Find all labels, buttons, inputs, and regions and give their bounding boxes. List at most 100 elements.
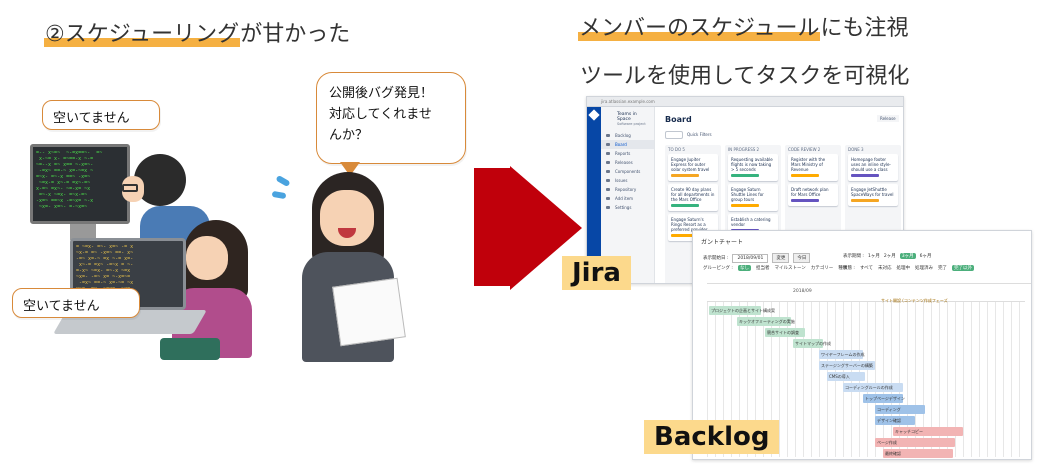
- gantt-period-option-selected[interactable]: 3ヶ月: [899, 253, 916, 259]
- gantt-task-bar[interactable]: デザイン確認: [875, 416, 915, 425]
- jira-sidebar-item[interactable]: Add item: [601, 194, 654, 203]
- jira-sidebar-item[interactable]: Releases: [601, 158, 654, 167]
- jira-sidebar-item[interactable]: Repository: [601, 185, 654, 194]
- glasses-icon: [122, 184, 138, 192]
- jira-sidebar-item[interactable]: Settings: [601, 203, 654, 212]
- jira-url-bar: jira.atlassian.example.com: [587, 97, 903, 107]
- gantt-group-option-selected[interactable]: なし: [737, 265, 751, 271]
- gantt-task-bar[interactable]: キックオフミーティングの実施: [737, 317, 795, 326]
- gantt-apply-button[interactable]: 変更: [772, 253, 790, 263]
- jira-board-title: Board: [665, 115, 692, 124]
- right-subheading: ツールを使用してタスクを可視化: [580, 64, 910, 89]
- jira-issue-card[interactable]: Homepage footer uses an inline style-sho…: [848, 154, 898, 181]
- jira-issue-card[interactable]: Engage Saturn Shuttle Lines for group to…: [728, 184, 778, 211]
- gantt-state-option[interactable]: 完了: [937, 266, 947, 271]
- gantt-task-bar[interactable]: サイトマップの作成: [793, 339, 831, 348]
- jira-issue-summary: Draft network plan for Mars Office: [791, 187, 829, 197]
- gantt-today-button[interactable]: 今日: [793, 253, 811, 263]
- gantt-period-option[interactable]: 6ヶ月: [919, 254, 932, 259]
- gantt-task-bar[interactable]: ワイヤーフレームの作成: [819, 350, 865, 359]
- bubble-line: んか？: [329, 128, 369, 143]
- jira-sidebar-item[interactable]: Issues: [601, 176, 654, 185]
- jira-label: Jira: [562, 256, 631, 290]
- jira-issue-summary: Register with the Mars Ministry of Reven…: [791, 157, 826, 172]
- developer-illustration-front: = ~=x- =~- x=~ -= x ~x-= =~ -x=~ ==- x~ …: [53, 218, 260, 368]
- bubble-line: 対応してくれませ: [329, 107, 432, 122]
- bubble-text: 空いてません: [53, 111, 130, 126]
- gantt-state-option[interactable]: 処理済み: [914, 266, 933, 271]
- monitor-back: =-- x~=~ ~-=x==~- =~ x-~= x- =~==-x ~-= …: [30, 144, 130, 224]
- gantt-task-bar[interactable]: コーディング: [875, 405, 925, 414]
- left-heading: ②スケジューリングが甘かった: [44, 16, 350, 48]
- jira-search-input[interactable]: [665, 131, 683, 139]
- gantt-task-bar[interactable]: ステージングサーバーの構築: [819, 361, 875, 370]
- gantt-group-label: グルーピング :: [703, 266, 733, 271]
- gantt-task-bar[interactable]: トップページデザイン: [863, 394, 905, 403]
- jira-epic-tag: [791, 199, 819, 202]
- speech-bubble-busy-bottom: 空いてません: [12, 288, 140, 318]
- developer-face: [122, 176, 144, 202]
- jira-board-window: jira.atlassian.example.com Teams in Spac…: [586, 96, 904, 284]
- jira-issue-card[interactable]: Engage JetShuttle SpaceWays for travel: [848, 184, 898, 206]
- jira-quick-filters[interactable]: Quick Filters: [687, 132, 712, 137]
- jira-column-title: DONE 3: [848, 147, 864, 152]
- jira-epic-tag: [671, 204, 699, 207]
- jira-issue-card[interactable]: Create 90 day plans for all departments …: [668, 184, 718, 211]
- gantt-group-option[interactable]: 種類: [838, 266, 848, 271]
- speaker-mouth: [338, 228, 356, 238]
- jira-issue-summary: Create 90 day plans for all departments …: [671, 187, 715, 202]
- jira-column-title: CODE REVIEW 2: [788, 147, 821, 152]
- gantt-period-option[interactable]: 1ヶ月: [867, 254, 880, 259]
- gantt-task-bar[interactable]: プロジェクトの企画とサイト構成案: [709, 306, 775, 315]
- speech-bubble-request: 公開後バグ発見！ 対応してくれませ んか？: [316, 72, 466, 164]
- jira-sidebar-item[interactable]: Backlog: [601, 131, 654, 140]
- jira-issue-summary: Requesting available flights is now taki…: [731, 157, 773, 172]
- document-icon: [332, 277, 406, 347]
- gantt-task-bar[interactable]: 競合サイトの調査: [765, 328, 805, 337]
- jira-sidebar-item[interactable]: Board: [601, 140, 654, 149]
- jira-epic-tag: [671, 174, 699, 177]
- gantt-task-bar[interactable]: キャッチコピー: [893, 427, 963, 436]
- jira-issue-card[interactable]: Requesting available flights is now taki…: [728, 154, 778, 181]
- jira-global-nav: [587, 107, 601, 283]
- gantt-start-date-input[interactable]: 2018/09/01: [732, 253, 769, 263]
- gantt-state-option-selected[interactable]: 完了以外: [951, 265, 974, 271]
- gantt-state-option[interactable]: 処理中: [896, 266, 910, 271]
- gantt-group-option[interactable]: カテゴリー: [810, 266, 834, 271]
- gantt-milestone-label: サイト開設 (コンテンツ作成フェーズ: [881, 298, 948, 303]
- left-heading-rest: が甘かった: [240, 22, 351, 47]
- coffee-mug: [160, 338, 220, 360]
- gantt-state-option[interactable]: すべて: [859, 266, 873, 271]
- gantt-state-option[interactable]: 未対応: [877, 266, 892, 271]
- gantt-state-label: 状態 :: [843, 266, 855, 271]
- gantt-group-option[interactable]: マイルストーン: [774, 266, 806, 271]
- jira-project-name: Teams in Space: [617, 112, 637, 122]
- left-heading-highlight: ②スケジューリング: [44, 22, 241, 47]
- jira-issue-card[interactable]: Engage Jupiter Express for outer solar s…: [668, 154, 718, 181]
- gantt-task-bar[interactable]: 最終確認: [883, 449, 953, 458]
- jira-sidebar-item[interactable]: Components: [601, 167, 654, 176]
- jira-issue-card[interactable]: Register with the Mars Ministry of Reven…: [788, 154, 838, 181]
- bubble-line: 公開後バグ発見！: [329, 86, 434, 101]
- jira-epic-tag: [851, 199, 879, 202]
- gantt-period-option[interactable]: 2ヶ月: [883, 254, 896, 259]
- jira-epic-tag: [731, 204, 759, 207]
- jira-logo-icon: [588, 109, 600, 121]
- jira-sidebar-item[interactable]: Reports: [601, 149, 654, 158]
- jira-epic-tag: [851, 174, 879, 177]
- bubble-text: 空いてません: [23, 299, 100, 314]
- right-heading-highlight: メンバーのスケジュール: [578, 16, 821, 41]
- jira-release-button[interactable]: Release: [877, 115, 899, 122]
- jira-issue-card[interactable]: Draft network plan for Mars Office: [788, 184, 838, 206]
- gantt-task-bar[interactable]: コーディングルールの作成: [843, 383, 903, 392]
- gantt-task-bar[interactable]: CMSの導入: [827, 372, 865, 381]
- right-heading-rest: にも注視: [820, 16, 909, 41]
- gantt-group-option[interactable]: 担当者: [755, 266, 770, 271]
- gantt-task-bar[interactable]: ページ作成: [875, 438, 955, 447]
- jira-epic-tag: [791, 174, 819, 177]
- divider: [707, 283, 1031, 284]
- right-heading: メンバーのスケジュールにも注視: [578, 10, 908, 42]
- sweat-icon: [275, 174, 291, 188]
- woman-face: [186, 236, 228, 280]
